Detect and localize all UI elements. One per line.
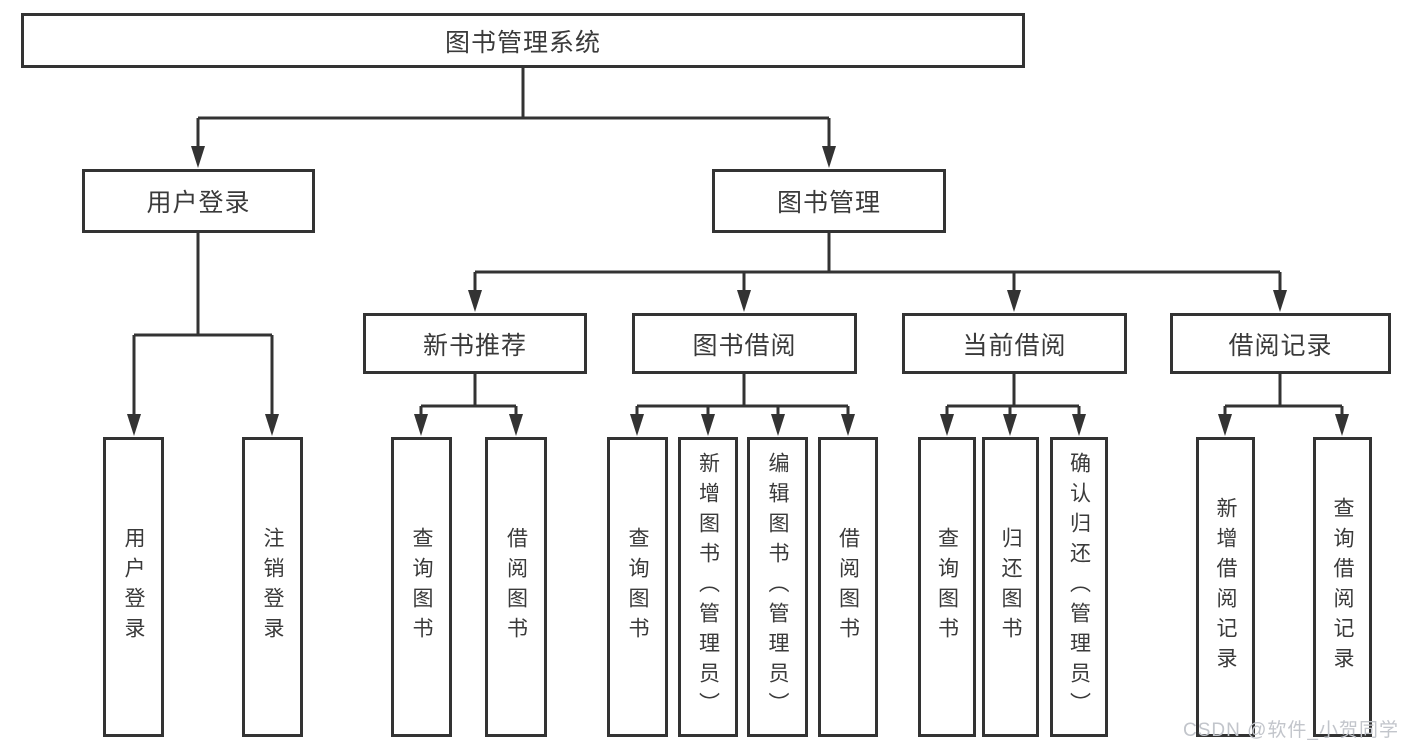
arrow-down-icon bbox=[940, 414, 954, 436]
connector-line bbox=[473, 233, 1282, 294]
arrow-down-icon bbox=[265, 414, 279, 436]
arrow-down-icon bbox=[191, 146, 205, 168]
arrow-down-icon bbox=[468, 290, 482, 312]
watermark-text: CSDN @软件_小贺同学 bbox=[1183, 720, 1399, 741]
leaf-query-books: 查询图书 bbox=[607, 437, 668, 737]
arrow-down-icon bbox=[630, 414, 644, 436]
node-book-borrow: 图书借阅 bbox=[632, 313, 857, 374]
node-current-borrow: 当前借阅 bbox=[902, 313, 1127, 374]
arrow-down-icon bbox=[822, 146, 836, 168]
node-borrow-records: 借阅记录 bbox=[1170, 313, 1391, 374]
connector-line bbox=[945, 374, 1081, 418]
connector-line bbox=[132, 233, 274, 418]
leaf-return-books: 归还图书 bbox=[982, 437, 1039, 737]
arrow-down-icon bbox=[1218, 414, 1232, 436]
arrow-down-icon bbox=[841, 414, 855, 436]
connector-line bbox=[1223, 374, 1344, 418]
leaf-add-books-admin: 新增图书（管理员） bbox=[678, 437, 738, 737]
arrow-down-icon bbox=[1007, 290, 1021, 312]
leaf-add-borrow-record: 新增借阅记录 bbox=[1196, 437, 1255, 737]
leaf-query-books: 查询图书 bbox=[391, 437, 452, 737]
arrow-down-icon bbox=[771, 414, 785, 436]
leaf-edit-books-admin: 编辑图书（管理员） bbox=[747, 437, 808, 737]
arrow-down-icon bbox=[737, 290, 751, 312]
leaf-query-borrow-record: 查询借阅记录 bbox=[1313, 437, 1372, 737]
node-book-management: 图书管理 bbox=[712, 169, 946, 233]
arrow-down-icon bbox=[701, 414, 715, 436]
arrow-down-icon bbox=[509, 414, 523, 436]
leaf-logout: 注销登录 bbox=[242, 437, 303, 737]
connector-line bbox=[419, 374, 518, 418]
connector-line bbox=[196, 68, 831, 150]
arrow-down-icon bbox=[1072, 414, 1086, 436]
connector-line bbox=[635, 374, 850, 418]
node-root-system: 图书管理系统 bbox=[21, 13, 1025, 68]
arrow-down-icon bbox=[1335, 414, 1349, 436]
node-new-book-recommend: 新书推荐 bbox=[363, 313, 587, 374]
arrow-down-icon bbox=[127, 414, 141, 436]
leaf-borrow-books: 借阅图书 bbox=[818, 437, 878, 737]
leaf-user-login: 用户登录 bbox=[103, 437, 164, 737]
leaf-confirm-return-admin: 确认归还（管理员） bbox=[1050, 437, 1108, 737]
arrow-down-icon bbox=[414, 414, 428, 436]
leaf-borrow-books: 借阅图书 bbox=[485, 437, 547, 737]
arrow-down-icon bbox=[1003, 414, 1017, 436]
arrow-down-icon bbox=[1273, 290, 1287, 312]
leaf-query-books: 查询图书 bbox=[918, 437, 976, 737]
node-user-login: 用户登录 bbox=[82, 169, 315, 233]
